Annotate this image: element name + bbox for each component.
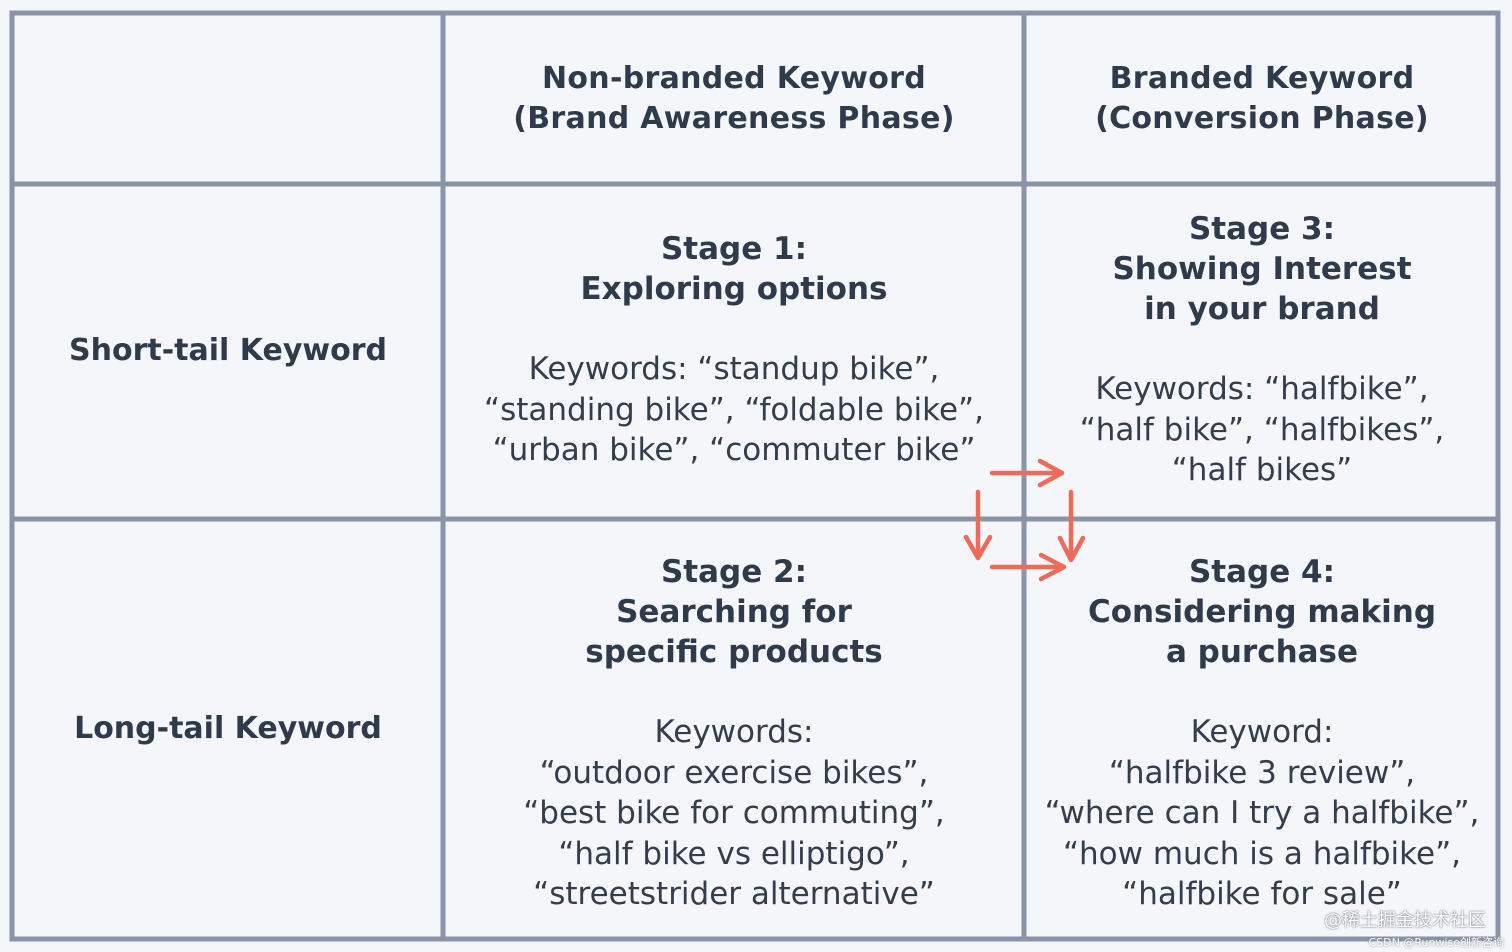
arrow-down-right-head [1057,535,1086,563]
stage-4-keyword-line: Keyword: [1190,714,1334,750]
header-branded-line1: Branded Keyword [1109,61,1415,96]
stage-2-cell: Stage 2: Searching for specific products… [446,552,1022,915]
arrow-right-top-head [1037,458,1065,488]
stage-3-title-line: in your brand [1144,291,1380,327]
stage-1-keyword-line: “urban bike”, “commuter bike” [492,432,976,468]
stage-1-title: Stage 1: Exploring options [580,229,887,309]
stage-4-keyword-line: “halfbike 3 review”, [1108,754,1416,791]
header-non-branded-line2: (Brand Awareness Phase) [513,101,955,136]
cycle-arrows [963,458,1086,582]
stage-2-title: Stage 2: Searching for specific products [585,552,883,672]
stage-4-title-line: a purchase [1165,634,1359,670]
stage-4-title: Stage 4: Considering making a purchase [1088,552,1436,672]
row-header-long-tail-label: Long-tail Keyword [74,711,382,746]
stage-3-keyword-line: “half bike”, “halfbikes”, [1079,411,1445,448]
stage-2-title-line: Searching for [616,594,852,630]
stage-3-keywords: Keywords: “halfbike”, “half bike”, “half… [1080,369,1445,491]
stage-3-title-line: Showing Interest [1112,251,1412,287]
stage-3-title-line: Stage 3: [1188,211,1336,247]
stage-1-keyword-line: Keywords: “standup bike”, [528,351,940,387]
stage-4-title-line: Considering making [1087,594,1437,630]
header-non-branded-line1: Non-branded Keyword [541,61,927,96]
header-non-branded: Non-branded Keyword (Brand Awareness Pha… [446,16,1022,182]
stage-4-keyword-line: “halfbike for sale” [1122,876,1402,912]
arrow-down-left-head [963,534,993,561]
header-branded-line2: (Conversion Phase) [1095,101,1429,136]
stage-4-keywords: Keyword: “halfbike 3 review”, “where can… [1045,712,1480,915]
stage-4-keyword-line: “where can I try a halfbike”, [1044,795,1480,831]
stage-3-title: Stage 3: Showing Interest in your brand [1112,209,1411,329]
stage-1-title-line: Stage 1: [660,231,808,267]
stage-1-keywords: Keywords: “standup bike”, “standing bike… [484,349,984,471]
stage-3-keyword-line: “half bikes” [1171,452,1353,488]
stage-3-keyword-line: Keywords: “halfbike”, [1095,371,1429,407]
stage-3-cell: Stage 3: Showing Interest in your brand … [1027,209,1497,491]
header-branded: Branded Keyword (Conversion Phase) [1027,16,1497,182]
stage-2-keyword-line: “half bike vs elliptigo”, [558,835,910,872]
stage-2-keyword-line: “outdoor exercise bikes”, [539,754,929,791]
stage-2-keywords: Keywords: “outdoor exercise bikes”, “bes… [523,712,945,915]
stage-2-title-line: specific products [585,634,883,670]
outer-border [9,10,1501,942]
watermark: @稀土掘金技术社区 [1324,910,1486,931]
stage-1-keyword-line: “standing bike”, “foldable bike”, [484,391,984,428]
row-header-short-tail: Short-tail Keyword [14,186,442,516]
stage-1-title-line: Exploring options [580,271,888,307]
watermark-sub: CSDN @Runwise创新咨询 [1368,936,1504,949]
stage-4-cell: Stage 4: Considering making a purchase K… [1027,552,1497,915]
stage-4-keyword-line: “how much is a halfbike”, [1062,835,1462,872]
stage-4-title-line: Stage 4: [1188,554,1336,590]
row-header-long-tail: Long-tail Keyword [14,522,442,936]
stage-2-keyword-line: Keywords: [654,714,814,750]
row-header-short-tail-label: Short-tail Keyword [69,333,387,368]
stage-2-keyword-line: “best bike for commuting”, [523,795,945,831]
stage-1-cell: Stage 1: Exploring options Keywords: “st… [446,229,1022,471]
arrow-right-bottom-head [1038,552,1067,582]
stage-2-title-line: Stage 2: [660,554,808,590]
stage-2-keyword-line: “streetstrider alternative” [533,876,935,912]
